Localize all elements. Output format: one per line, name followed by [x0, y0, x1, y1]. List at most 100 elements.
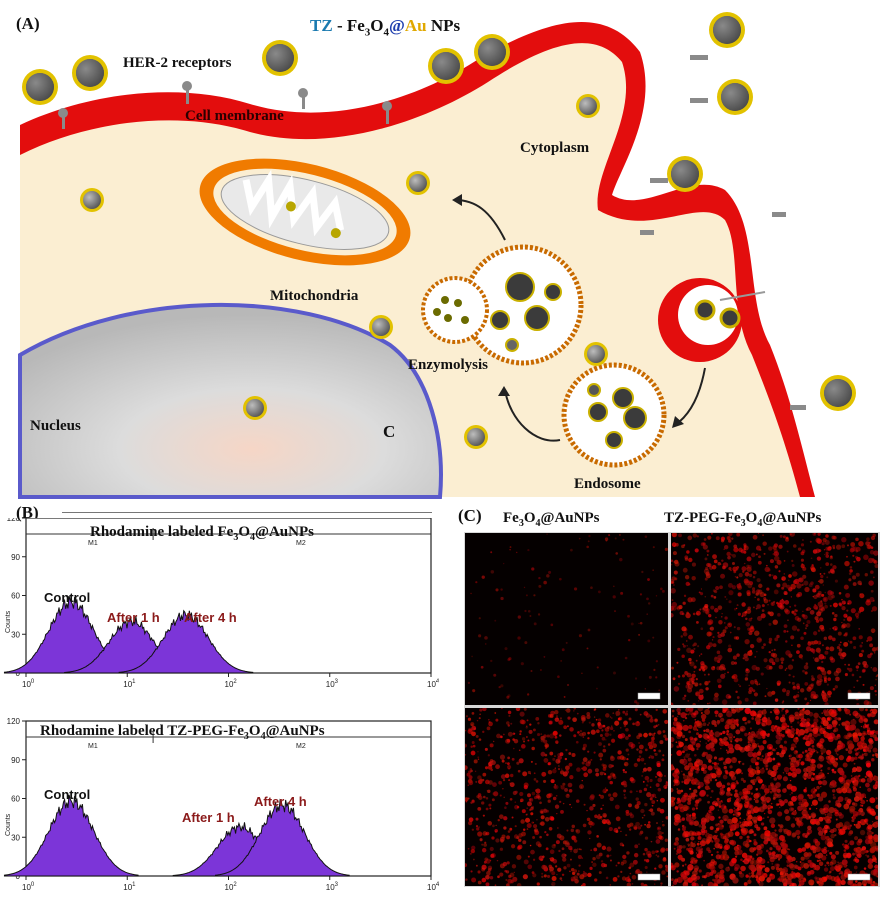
fluorescent-spot — [761, 722, 766, 727]
fluorescent-spot — [753, 798, 756, 801]
fluorescent-spot — [817, 674, 823, 680]
fluorescent-spot — [850, 542, 856, 547]
fluorescent-spot — [734, 576, 737, 578]
fluorescent-spot — [593, 751, 596, 754]
fluorescent-spot — [601, 845, 607, 851]
fluorescent-spot — [695, 875, 701, 880]
fluorescent-spot — [786, 630, 789, 633]
fluorescent-spot — [821, 712, 824, 714]
fluorescent-spot — [690, 649, 695, 654]
fluorescent-spot — [810, 675, 814, 678]
fluorescent-spot — [469, 729, 473, 733]
fluorescent-spot — [835, 676, 840, 682]
fluorescent-spot — [687, 535, 693, 541]
fluorescent-spot — [865, 782, 870, 788]
fluorescent-spot — [709, 626, 714, 631]
fluorescent-spot — [805, 608, 809, 611]
fluorescent-spot — [763, 552, 766, 555]
fluorescent-spot — [495, 824, 497, 827]
fluorescent-spot — [816, 556, 822, 561]
fluorescent-spot — [662, 709, 667, 714]
fluorescent-spot — [538, 584, 542, 588]
fluorescent-spot — [578, 864, 581, 867]
fluorescent-spot — [553, 784, 559, 790]
fluorescent-spot — [694, 822, 697, 824]
fluorescent-spot — [692, 726, 698, 731]
fluorescent-spot — [768, 546, 773, 551]
fluorescent-spot — [844, 673, 848, 677]
fluorescent-spot — [790, 743, 796, 749]
fluorescent-spot — [835, 799, 841, 805]
fluorescent-spot — [786, 550, 789, 553]
fluorescent-spot — [716, 762, 720, 765]
fluorescent-spot — [656, 763, 661, 768]
fluorescent-spot — [479, 708, 483, 712]
fluorescent-spot — [872, 880, 876, 884]
fluorescent-spot — [769, 873, 773, 877]
fluorescent-spot — [698, 869, 702, 873]
fluorescent-spot — [789, 767, 792, 770]
fluorescent-spot — [740, 796, 744, 800]
fluorescent-spot — [671, 542, 677, 547]
fluorescent-spot — [524, 609, 527, 613]
fluorescent-spot — [692, 703, 696, 705]
fluorescent-spot — [635, 797, 639, 801]
fluorescent-spot — [721, 824, 724, 828]
fluorescent-spot — [482, 708, 487, 712]
fluorescent-spot — [531, 567, 535, 571]
fluorescent-spot — [643, 732, 648, 738]
fluorescent-spot — [655, 854, 657, 856]
fluorescent-spot — [705, 742, 707, 744]
fluorescent-spot — [687, 713, 690, 716]
fluorescent-spot — [741, 615, 744, 618]
fluorescent-spot — [650, 755, 655, 759]
fluorescent-spot — [587, 737, 590, 740]
fluorescent-spot — [593, 716, 596, 718]
fluorescent-spot — [722, 814, 729, 822]
fluorescent-spot — [783, 624, 788, 628]
fluorescent-spot — [466, 772, 471, 777]
fluorescent-spot — [649, 786, 652, 788]
fluorescent-spot — [703, 779, 707, 783]
fluorescent-spot — [755, 607, 758, 610]
fluorescent-spot — [648, 756, 651, 759]
fluorescent-spot — [719, 790, 722, 793]
fluorescent-spot — [498, 780, 503, 785]
fluorescent-spot — [712, 635, 715, 639]
fluorescent-spot — [649, 797, 653, 801]
control-label: Control — [44, 787, 90, 802]
fluorescent-spot — [519, 730, 522, 733]
fluorescent-spot — [660, 884, 662, 886]
fluorescent-spot — [532, 821, 535, 824]
fluorescent-spot — [709, 871, 714, 876]
fluorescent-spot — [829, 656, 834, 661]
fluorescent-spot — [717, 654, 723, 660]
fluorescent-spot — [802, 669, 805, 673]
fluorescent-spot — [837, 861, 840, 864]
fluorescent-spot — [510, 844, 516, 849]
fluorescent-spot — [714, 779, 718, 782]
fluorescent-spot — [756, 683, 759, 686]
fluorescent-spot — [824, 702, 829, 705]
fluorescent-spot — [650, 716, 653, 719]
fluorescent-spot — [865, 724, 869, 729]
fluorescent-spot — [568, 845, 573, 851]
fluorescent-spot — [836, 875, 839, 878]
fluorescent-spot — [478, 738, 482, 741]
fluorescent-spot — [787, 619, 789, 622]
fluorescent-spot — [763, 826, 768, 831]
fluorescent-spot — [752, 606, 755, 609]
fluorescent-spot — [817, 741, 823, 747]
fluorescent-spot — [861, 880, 868, 886]
fluorescent-spot — [562, 802, 565, 805]
fluorescent-spot — [868, 690, 871, 693]
fluorescent-spot — [827, 670, 832, 675]
fluorescent-spot — [749, 644, 755, 649]
fluorescent-spot — [681, 626, 687, 632]
fluorescent-spot — [871, 758, 875, 762]
fluorescent-spot — [867, 811, 870, 814]
fluorescent-spot — [791, 625, 798, 631]
fluorescent-spot — [546, 874, 551, 878]
fluorescent-spot — [870, 570, 874, 574]
fluorescent-spot — [646, 780, 650, 783]
